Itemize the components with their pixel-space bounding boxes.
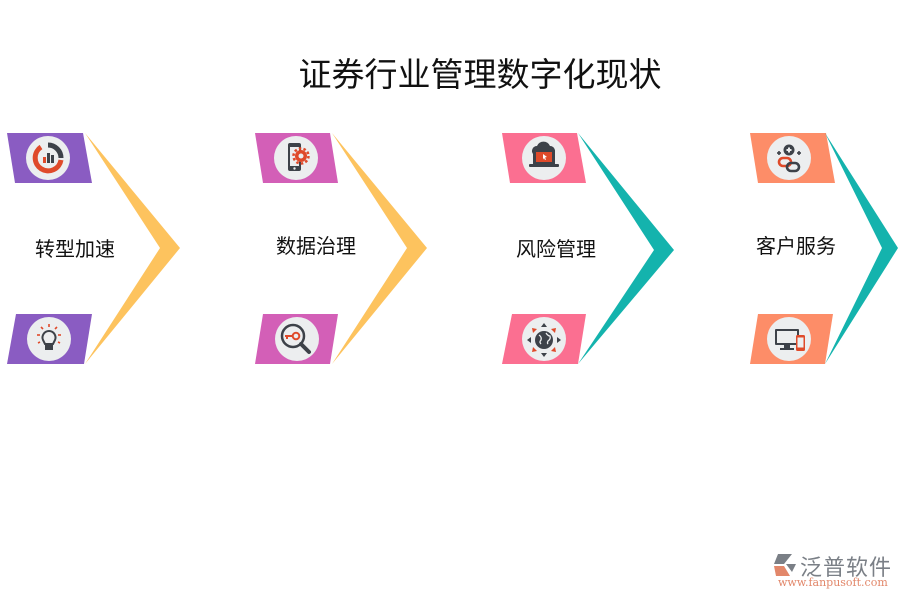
analytics-dashboard-icon	[26, 136, 70, 180]
cloud-laptop-icon	[522, 136, 566, 180]
stage-3-chevron	[578, 133, 674, 364]
global-network-icon	[522, 317, 566, 361]
stage-4	[750, 133, 898, 364]
stage-2-label: 数据治理	[276, 234, 356, 258]
stage-3-label: 风险管理	[516, 237, 596, 261]
stage-2-chevron	[332, 133, 427, 364]
mobile-settings-icon	[274, 136, 318, 180]
fanpu-logo-icon	[774, 554, 796, 576]
stage-1-label: 转型加速	[35, 237, 115, 261]
link-add-icon	[767, 136, 811, 180]
stage-1	[7, 133, 180, 364]
brand-url: www.fanpusoft.com	[778, 576, 888, 589]
brand-name: 泛普软件	[800, 556, 893, 581]
page-title: 证券行业管理数字化现状	[298, 55, 662, 94]
stage-4-label: 客户服务	[756, 234, 836, 258]
brand-logo: 泛普软件 www.fanpusoft.com	[770, 550, 895, 590]
stage-3	[502, 133, 674, 364]
stage-4-chevron	[825, 133, 898, 364]
lightbulb-icon	[27, 317, 71, 361]
stage-1-chevron	[85, 133, 180, 364]
key-search-icon	[275, 317, 319, 361]
stage-2	[255, 133, 427, 364]
devices-icon	[767, 317, 811, 361]
